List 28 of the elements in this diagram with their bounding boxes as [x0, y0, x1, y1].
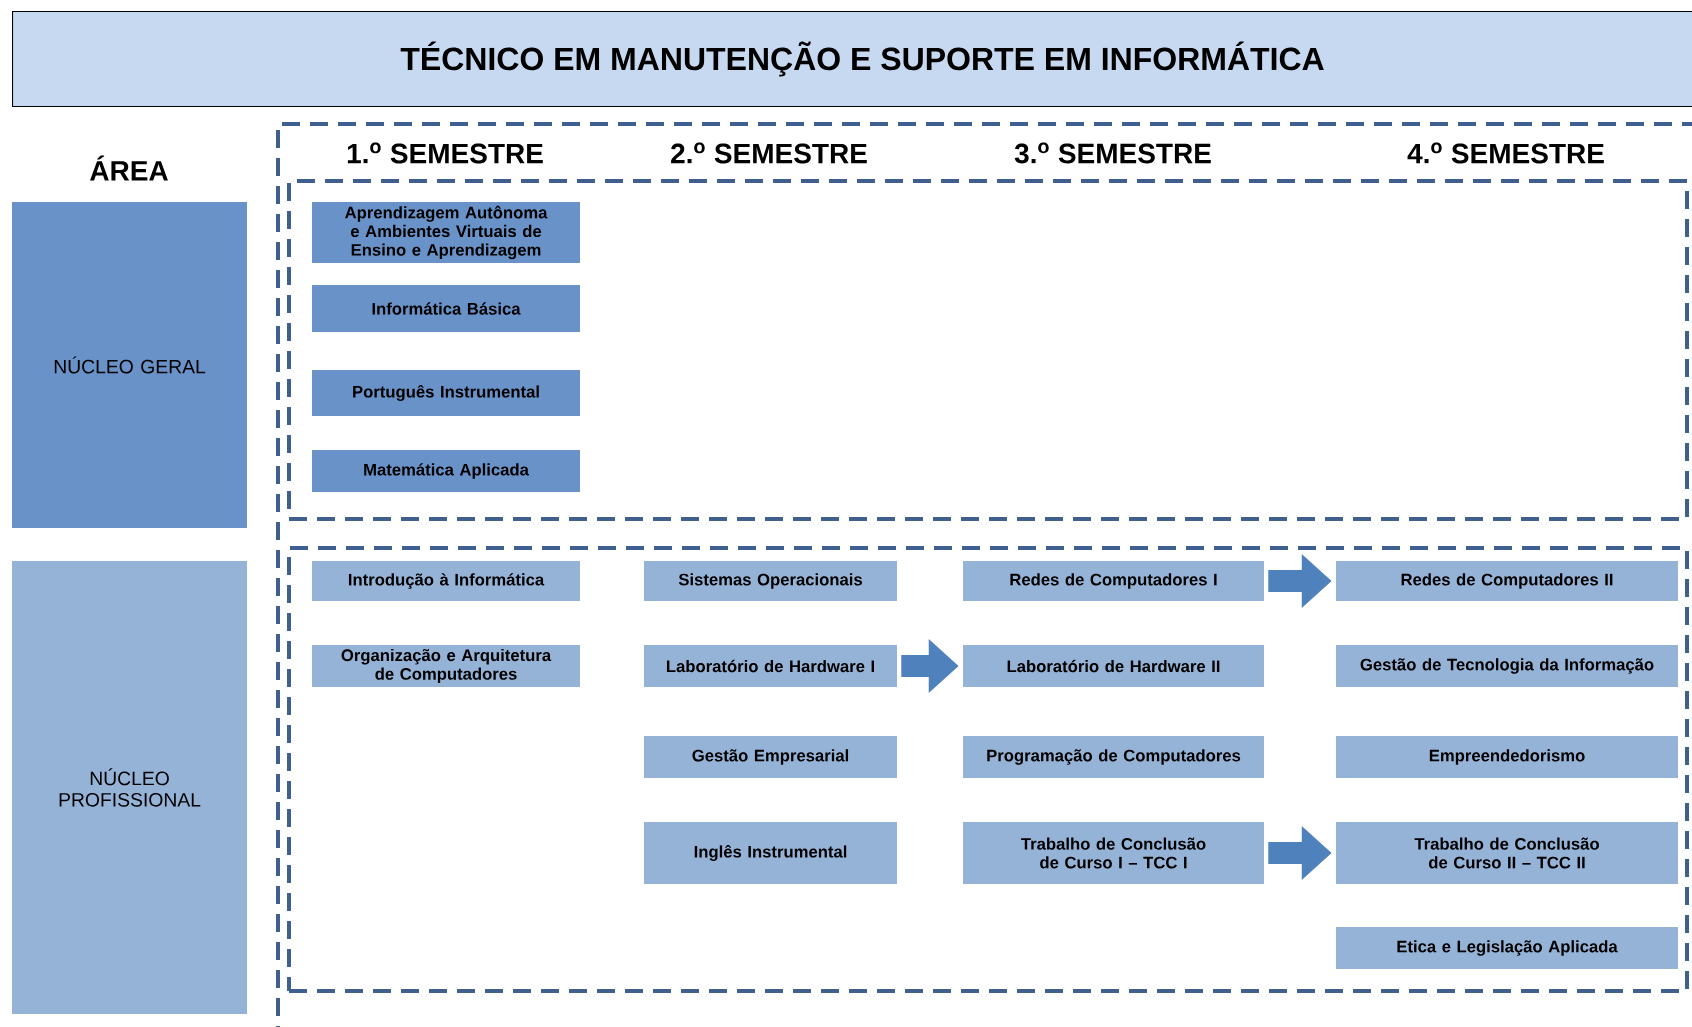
- subject-box: Inglês Instrumental: [644, 822, 897, 884]
- subject-box: Trabalho de Conclusão de Curso II – TCC II: [1336, 822, 1678, 884]
- subject-box: Informática Básica: [312, 285, 580, 332]
- subject-box: Gestão Empresarial: [644, 736, 897, 778]
- group-frame: [287, 179, 1689, 521]
- group-frame: [287, 546, 1689, 993]
- subject-box: Laboratório de Hardware II: [963, 645, 1264, 687]
- subject-box: Etica e Legislação Aplicada: [1336, 927, 1678, 969]
- subject-box: Trabalho de Conclusão de Curso I – TCC I: [963, 822, 1264, 884]
- subject-box: Sistemas Operacionais: [644, 561, 897, 601]
- subject-box: Redes de Computadores II: [1336, 561, 1678, 601]
- subject-box: Aprendizagem Autônoma e Ambientes Virtuais de Ensino e Aprendizagem: [312, 202, 580, 263]
- semester-heading: 2.$^{o}$ SEMESTRE: [671, 142, 867, 164]
- subject-box: Gestão de Tecnologia da Informação: [1336, 645, 1678, 687]
- semester-heading: 4.$^{o}$ SEMESTRE: [1407, 142, 1604, 164]
- area-box: NÚCLEO PROFISSIONAL: [12, 561, 247, 1014]
- semester-heading: 1.$^{o}$ SEMESTRE: [347, 142, 543, 164]
- subject-box: Programação de Computadores: [963, 736, 1264, 778]
- subject-box: Redes de Computadores I: [963, 561, 1264, 601]
- subject-box: Empreendedorismo: [1336, 736, 1678, 778]
- semester-heading: 3.$^{o}$ SEMESTRE: [1014, 142, 1211, 164]
- title-banner: TÉCNICO EM MANUTENÇÃO E SUPORTE EM INFORMÁTICA: [12, 11, 1692, 108]
- area-box: NÚCLEO GERAL: [12, 202, 247, 528]
- subject-box: Matemática Aplicada: [312, 450, 580, 492]
- subject-box: Organização e Arquitetura de Computadores: [312, 645, 580, 687]
- subject-box: Português Instrumental: [312, 370, 580, 416]
- subject-box: Introdução à Informática: [312, 561, 580, 601]
- subject-box: Laboratório de Hardware I: [644, 645, 897, 687]
